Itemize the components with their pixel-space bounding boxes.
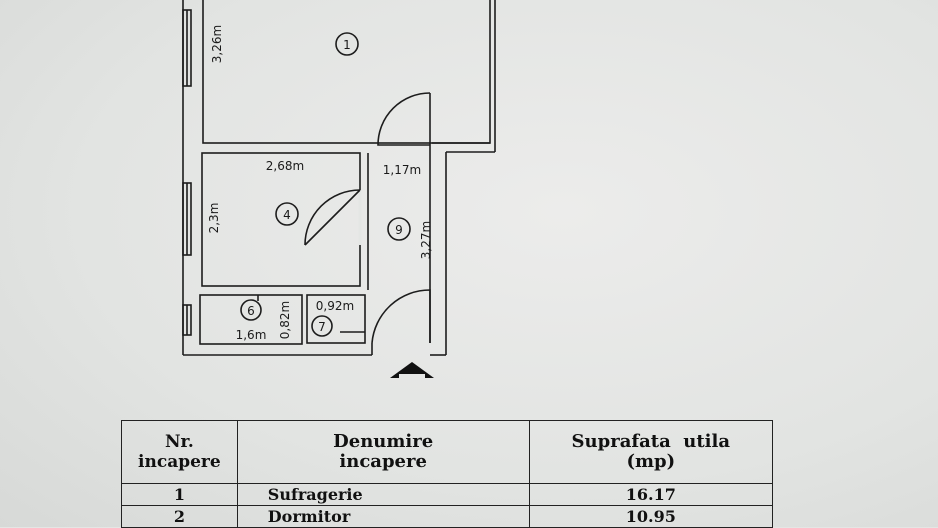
- dim-room6-width: 1,6m: [236, 328, 267, 342]
- dim-room4-height: 2,3m: [207, 203, 221, 234]
- dim-room1-height: 3,26m: [210, 25, 224, 63]
- entrance-door: [371, 289, 431, 344]
- room-6-outline: [199, 294, 303, 345]
- dim-hall-width: 1,17m: [383, 163, 421, 177]
- room-4-door: [304, 189, 361, 246]
- room-1-outline: [202, 0, 491, 144]
- room-7-outline: [306, 294, 366, 344]
- room-9-circle: [387, 217, 411, 241]
- room-1-door: [377, 92, 431, 146]
- dim-hall-height: 3,27m: [419, 221, 433, 259]
- dim-room4-width: 2,68m: [266, 159, 304, 173]
- header-nr: Nr. incapere: [121, 420, 238, 484]
- dim-room7-width: 0,92m: [316, 299, 354, 313]
- row-name: Sufragerie: [236, 483, 530, 506]
- table-header-row: Nr. incapere Denumire incapere Suprafata…: [121, 420, 774, 484]
- header-area: Suprafata utila (mp): [528, 420, 774, 484]
- header-name: Denumire incapere: [236, 420, 530, 484]
- table-row: 2 Dormitor 10.95: [121, 505, 774, 528]
- row-name: Dormitor: [236, 505, 530, 528]
- room-9-number: 9: [395, 223, 403, 237]
- room-7-circle: [311, 315, 333, 337]
- room-1-circle: [335, 32, 359, 56]
- entrance-arrow-icon: [390, 362, 434, 378]
- row-area: 16.17: [528, 483, 774, 506]
- room-4-number: 4: [283, 208, 291, 222]
- room-6-number: 6: [247, 304, 255, 318]
- row-nr: 1: [121, 483, 238, 506]
- room-6-circle: [240, 299, 262, 321]
- dim-room6-height: 0,82m: [278, 301, 292, 339]
- row-nr: 2: [121, 505, 238, 528]
- table-row: 1 Sufragerie 16.17: [121, 483, 774, 506]
- room-7-number: 7: [318, 320, 326, 334]
- room-area-table: Nr. incapere Denumire incapere Suprafata…: [121, 420, 774, 528]
- room-4-circle: [275, 202, 299, 226]
- room-1-number: 1: [343, 38, 351, 52]
- row-area: 10.95: [528, 505, 774, 528]
